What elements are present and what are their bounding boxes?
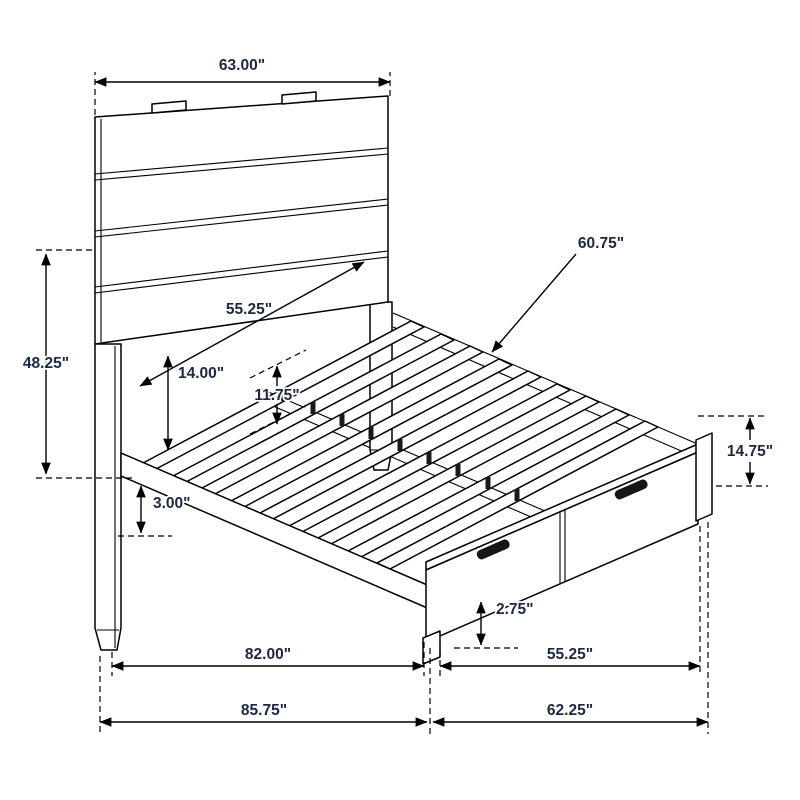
headboard-cleats bbox=[151, 91, 317, 114]
dim-label-overall-width: 62.25" bbox=[547, 702, 593, 719]
dimension-overall-length: 85.75" bbox=[99, 700, 428, 727]
dimension-post-height: 14.00" bbox=[163, 355, 226, 451]
dimension-headboard-height: 48.25" bbox=[21, 249, 135, 479]
drawer-handle-left bbox=[476, 539, 510, 560]
dimension-footboard-height: 14.75" bbox=[698, 415, 775, 487]
footboard-storage-drawers bbox=[422, 432, 713, 665]
dim-label-footboard-height: 14.75" bbox=[727, 443, 773, 460]
slat-fastener-ticks bbox=[280, 389, 520, 501]
dimension-rail-clearance: 3.00" bbox=[118, 485, 192, 537]
dim-label-post-height: 14.00" bbox=[178, 365, 224, 382]
footboard-right-leg bbox=[695, 432, 713, 522]
dim-label-headboard-height: 48.25" bbox=[23, 355, 69, 372]
dim-label-rail-clearance: 3.00" bbox=[153, 495, 191, 512]
dimension-slat-span: 60.75" bbox=[491, 233, 626, 353]
dim-label-slat-span: 60.75" bbox=[578, 235, 624, 252]
mattress-slats bbox=[142, 320, 659, 570]
dimension-slat-spacing: 11.75" bbox=[249, 349, 307, 435]
dim-label-headboard-width: 63.00" bbox=[219, 57, 265, 74]
dimension-drawer-clearance: 2.75" bbox=[454, 599, 535, 649]
dim-label-footboard-width: 55.25" bbox=[547, 646, 593, 663]
drawer-faces bbox=[425, 451, 699, 643]
footboard-left-leg bbox=[422, 630, 441, 665]
headboard-left-post bbox=[94, 343, 122, 651]
drawer-handle-right bbox=[614, 479, 648, 500]
dimension-headboard-width: 63.00" bbox=[94, 55, 391, 115]
dimension-footboard-width: 55.25" bbox=[439, 644, 701, 671]
dim-label-drawer-clearance: 2.75" bbox=[496, 601, 534, 618]
dimension-headboard-inner-width: 55.25" bbox=[139, 261, 365, 387]
dimension-frame-length: 82.00" bbox=[111, 644, 425, 671]
dim-label-slat-spacing: 11.75" bbox=[254, 387, 299, 404]
dimension-overall-width: 62.25" bbox=[432, 700, 709, 727]
dim-label-overall-length: 85.75" bbox=[241, 702, 287, 719]
dim-label-headboard-inner-width: 55.25" bbox=[226, 301, 272, 318]
dim-label-frame-length: 82.00" bbox=[245, 646, 291, 663]
dimensions: 63.00" 48.25" 55.25" 14.00" 11.75" bbox=[21, 55, 775, 734]
